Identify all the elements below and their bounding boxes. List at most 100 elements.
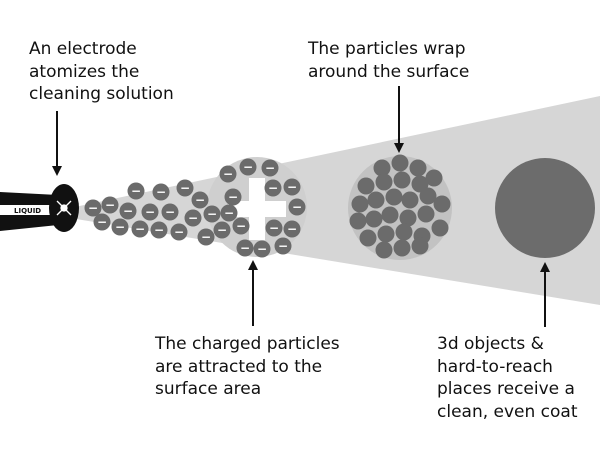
wrapping-particle [399,209,417,227]
charged-particle [184,209,202,227]
minus-icon: − [257,242,267,256]
caption-wrap: The particles wrap around the surface [308,39,470,82]
wrapping-particles [349,154,451,259]
minus-icon: − [195,193,205,207]
charged-particle [93,213,111,231]
charged-particle [265,219,283,237]
minus-icon: − [292,200,302,214]
charged-particle [261,159,279,177]
charged-particle [224,188,242,206]
charged-particle [236,239,254,257]
electrode-spark-icon [56,200,72,216]
wrapping-particle [375,241,393,259]
charged-particle [203,205,221,223]
minus-icon: − [180,181,190,195]
wrapping-particle [365,210,383,228]
wrapping-particle [373,159,391,177]
charged-particle [170,223,188,241]
charged-particle [131,220,149,238]
charged-particle [239,158,257,176]
wrapping-particle [433,195,451,213]
wrapping-particle [417,205,435,223]
wrapping-particle [377,225,395,243]
plus-icon [228,178,286,240]
minus-icon: − [174,225,184,239]
wrapping-particle [381,206,399,224]
caption-objects: 3d objects & hard-to-reach places receiv… [437,334,578,422]
minus-icon: − [278,239,288,253]
wrapping-particle [409,159,427,177]
charged-particle [84,199,102,217]
minus-icon: − [201,230,211,244]
minus-icon: − [223,167,233,181]
charged-particle [127,182,145,200]
minus-icon: − [217,223,227,237]
wrapping-particle [349,212,367,230]
charged-particle [161,203,179,221]
coated-object [495,158,595,258]
charged-particle [219,165,237,183]
minus-icon: − [156,185,166,199]
arrow-down-icon [394,86,404,153]
minus-icon: − [123,204,133,218]
minus-icon: − [145,205,155,219]
minus-icon: − [268,181,278,195]
minus-icon: − [188,211,198,225]
charged-particle [119,202,137,220]
charged-particle [283,178,301,196]
charged-particle [176,179,194,197]
wrapping-particle [357,177,375,195]
caption-attracted: The charged particles are attracted to t… [155,334,340,399]
minus-icon: − [287,180,297,194]
charged-particle [141,203,159,221]
liquid-label: LIQUID [14,207,41,215]
minus-icon: − [224,206,234,220]
wrapping-particle [385,188,403,206]
minus-icon: − [287,222,297,236]
caption-electrode: An electrode atomizes the cleaning solut… [29,39,174,104]
wrapping-particle [395,223,413,241]
charged-particle [283,220,301,238]
wrapping-particle [393,171,411,189]
charged-particle [220,204,238,222]
charged-particle [288,198,306,216]
arrow-down-icon [52,111,62,176]
wrapping-particle [393,239,411,257]
charged-particle [253,240,271,258]
wrapping-particle [425,169,443,187]
minus-icon: − [207,207,217,221]
charged-particle [264,179,282,197]
wrapping-particle [411,237,429,255]
wrapping-particle [359,229,377,247]
wrapping-particle [411,175,429,193]
arrow-up-icon [540,262,550,327]
charged-particle [152,183,170,201]
wrapping-particle [351,195,369,213]
wrapping-particle [431,219,449,237]
wrapping-particle [419,187,437,205]
minus-icon: − [228,190,238,204]
charged-particle [191,191,209,209]
minus-icon: − [154,223,164,237]
minus-icon: − [236,219,246,233]
minus-icon: − [269,221,279,235]
charged-particle [101,196,119,214]
wrapping-particle [391,154,409,172]
charged-particle [197,228,215,246]
wrapping-particle [401,191,419,209]
charged-particle [111,218,129,236]
wrapping-particle [367,191,385,209]
charged-particle [274,237,292,255]
charged-particle [150,221,168,239]
minus-icon: − [135,222,145,236]
minus-icon: − [265,161,275,175]
minus-icon: − [115,220,125,234]
minus-icon: − [131,184,141,198]
charged-particle [213,221,231,239]
arrow-up-icon [248,260,258,326]
charged-particles: −−−−−−−−−−−−−−−−−−−−−−−−−−−−−−−− [84,158,306,258]
spray-nozzle: LIQUID [0,184,79,232]
spray-cone [70,96,600,305]
minus-icon: − [97,215,107,229]
minus-icon: − [165,205,175,219]
